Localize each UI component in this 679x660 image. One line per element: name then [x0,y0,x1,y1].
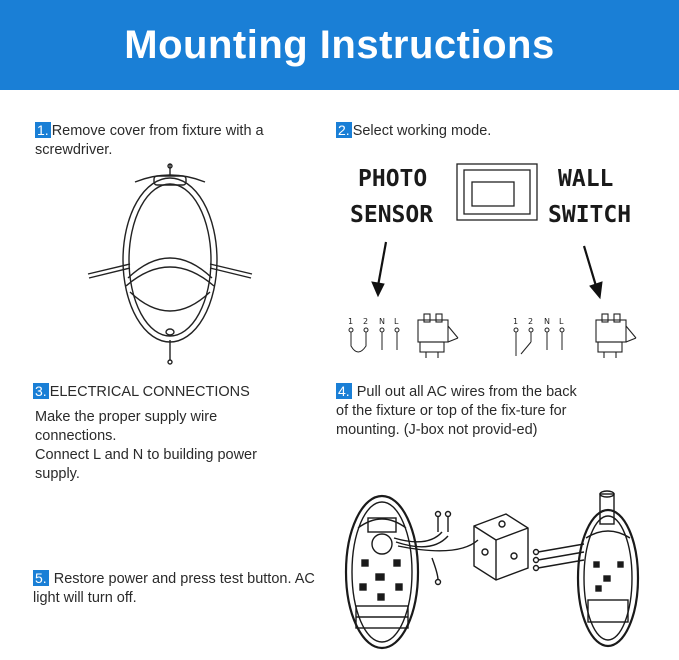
working-mode-illustration: PHOTO SENSOR WALL SWITCH 1 2 N L [348,163,637,358]
svg-text:1: 1 [348,317,353,326]
wall-label: WALL [558,166,613,192]
step-2-number: 2. [336,122,352,138]
right-connector-block [595,313,637,358]
step-3-number: 3. [33,383,49,399]
step-1-number: 1. [35,122,51,138]
mounting-wiring-illustration [344,490,640,650]
step-3-line-1: Make the proper supply wire connections. [35,409,218,444]
step-4-number: 4. [336,383,352,399]
svg-text:2: 2 [363,317,368,326]
step-3-line-2: Connect L and N to building power supply… [35,447,257,482]
svg-text:N: N [379,317,385,326]
left-terminal-diagram: 1 2 N L [348,313,459,358]
step-5-number: 5. [33,570,49,586]
header-banner: Mounting Instructions [0,0,679,90]
svg-text:L: L [394,317,399,326]
step-5-instruction: Restore power and press test button. AC … [33,571,315,606]
photo-label: PHOTO [358,166,427,192]
step-1-text: 1.Remove cover from fixture with a screw… [35,122,303,160]
step-3-text: 3.ELECTRICAL CONNECTIONS Make the proper… [33,383,313,484]
switch-label: SWITCH [548,202,631,228]
step-2-text: 2.Select working mode. [336,122,656,141]
svg-text:2: 2 [528,317,533,326]
step-2-instruction: Select working mode. [352,123,492,139]
left-connector-block [417,313,459,358]
step-4-instruction: Pull out all AC wires from the back of t… [336,384,577,438]
left-arrow [371,241,388,298]
fixture-cover-illustration [87,163,253,365]
step-1-instruction: Remove cover from fixture with a screwdr… [35,123,264,158]
right-terminal-diagram: 1 2 N L [513,313,637,358]
mode-switch-graphic [456,163,538,221]
step-3-heading: 3.ELECTRICAL CONNECTIONS [33,383,313,402]
sensor-label: SENSOR [350,202,433,228]
step-3-title: ELECTRICAL CONNECTIONS [49,384,250,400]
page-title: Mounting Instructions [124,22,555,67]
right-arrow [582,245,603,300]
step-5-text: 5. Restore power and press test button. … [33,570,333,608]
svg-text:L: L [559,317,564,326]
svg-text:1: 1 [513,317,518,326]
step-4-text: 4. Pull out all AC wires from the back o… [336,383,591,440]
svg-text:N: N [544,317,550,326]
